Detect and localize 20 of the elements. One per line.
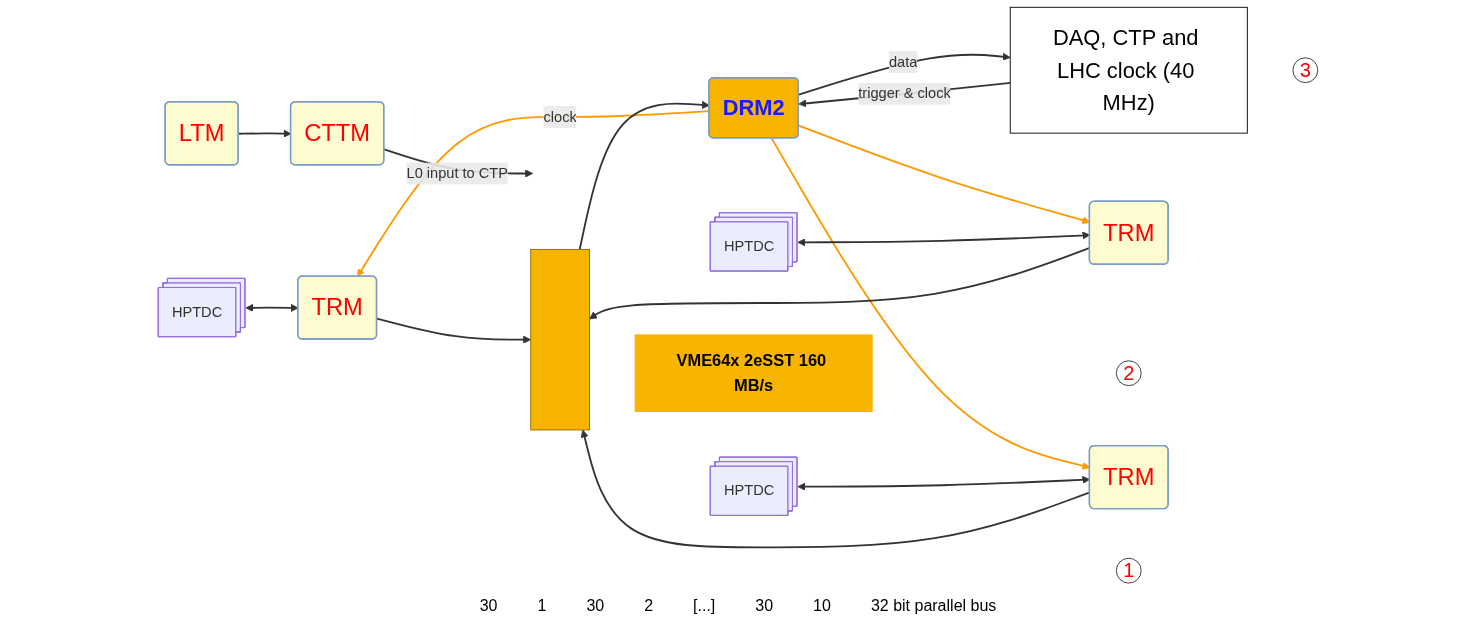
note-text: 1: [537, 597, 547, 615]
note-text: [...]: [693, 597, 716, 615]
edge-label: trigger & clock: [858, 85, 951, 102]
node-circle: 2: [1115, 360, 1142, 387]
note-text: 30: [755, 597, 774, 615]
node-box: VME64x 2eSST 160 MB/s: [634, 334, 873, 412]
note-text: 10: [813, 597, 831, 615]
edge-label: L0 input to CTP: [406, 165, 508, 181]
node-bar: [530, 248, 590, 431]
note-text: 30: [479, 597, 498, 615]
arrow: [798, 82, 1012, 108]
note-text: 32 bit parallel bus: [870, 597, 997, 615]
arrow: [376, 317, 532, 344]
node-circle: 3: [1292, 57, 1319, 84]
note-text: 30: [586, 597, 605, 615]
node-circle: 1: [1115, 557, 1142, 584]
note-text: 2: [644, 597, 654, 615]
edge-label: clock: [543, 108, 577, 125]
edge-label: data: [888, 53, 918, 70]
node-box: DAQ, CTP and LHC clock (40 MHz): [1009, 6, 1248, 134]
